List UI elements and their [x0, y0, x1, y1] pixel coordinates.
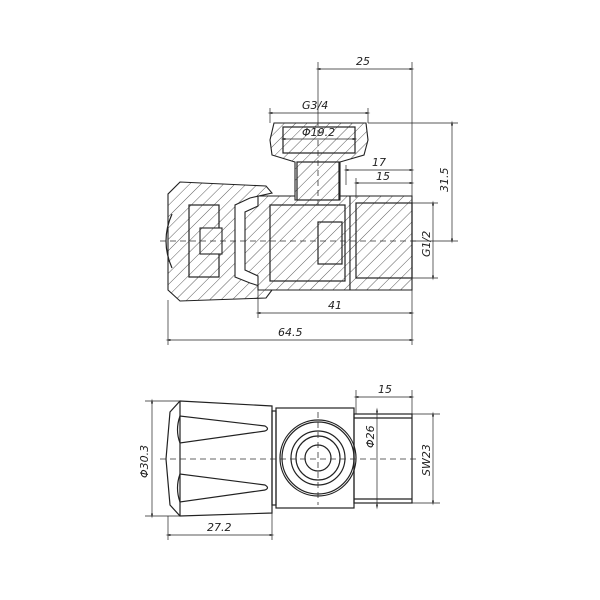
- outlet-hex: [353, 413, 413, 504]
- dim-phi19-2: Φ19.2: [302, 126, 335, 139]
- dim-27-2: 27.2: [207, 521, 232, 534]
- valve-seat: [317, 221, 343, 265]
- dim-17: 17: [372, 156, 386, 169]
- dim-g1-2: G1/2: [420, 231, 433, 257]
- dim-64-5: 64.5: [278, 326, 303, 339]
- front-view: [160, 400, 420, 517]
- dim-25: 25: [356, 55, 370, 68]
- dim-g3-4: G3/4: [302, 99, 328, 112]
- front-view-dimensions: 15 Φ26 SW23 Φ30.3 27.2: [138, 383, 440, 540]
- side-section-view: [160, 120, 420, 302]
- valve-body-section: [244, 195, 351, 291]
- dim-15-front: 15: [378, 383, 392, 396]
- inlet-nut-bore: [282, 126, 356, 154]
- knob-groove-upper: [176, 415, 269, 444]
- spindle: [269, 204, 346, 282]
- dim-phi30-3: Φ30.3: [138, 445, 151, 478]
- dim-15-top: 15: [376, 170, 390, 183]
- dim-sw23: SW23: [420, 444, 433, 476]
- outlet-fitting-section: [349, 195, 413, 291]
- body-square: [275, 407, 355, 509]
- knob-groove-lower: [176, 473, 269, 503]
- dim-phi26: Φ26: [364, 425, 377, 448]
- dim-41: 41: [328, 299, 342, 312]
- side-view-dimensions: 25 G3/4 Φ19.2 17 15 31.5 G1/2 41 64.5: [165, 55, 458, 345]
- dim-31-5: 31.5: [438, 168, 451, 193]
- knob-outline: [165, 400, 273, 517]
